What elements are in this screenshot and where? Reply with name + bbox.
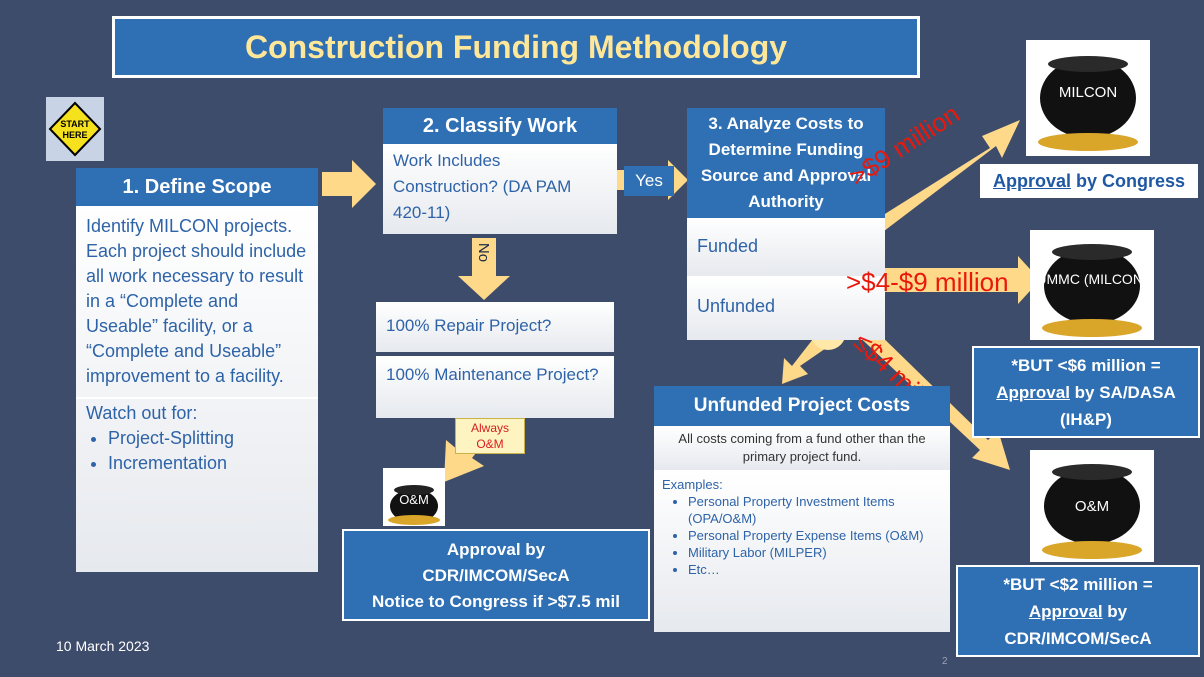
unfunded-example-item: Etc… [688, 561, 942, 578]
sa-approval-line1: *BUT <$6 million = [1011, 356, 1161, 375]
sa-approval-underlined: Approval [996, 383, 1070, 402]
ummc-pot-label: UMMC (MILCON) [1036, 271, 1148, 287]
unfunded-description: All costs coming from a fund other than … [654, 426, 950, 472]
unfunded-example-item: Personal Property Expense Items (O&M) [688, 527, 942, 544]
money-pot-icon [1042, 244, 1142, 337]
repair-project-box: 100% Repair Project? [376, 302, 614, 352]
arrow-no [458, 238, 510, 300]
arrow-step1-to-step2 [322, 160, 376, 208]
start-sign-line2: HERE [62, 130, 87, 140]
always-om-label: Always O&M [455, 418, 525, 454]
maintenance-project-box: 100% Maintenance Project? [376, 356, 614, 418]
om-pot-left: O&M [383, 468, 445, 526]
step1-bullet-incrementation: Incrementation [108, 451, 308, 476]
cdr-approval-rest: by CDR/IMCOM/SecA [1004, 602, 1152, 648]
step3-unfunded: Unfunded [687, 278, 885, 340]
om-approval-line3: Notice to Congress if >$7.5 mil [372, 592, 620, 611]
unfunded-header: Unfunded Project Costs [654, 386, 950, 426]
step3-funded: Funded [687, 218, 885, 278]
step1-bullet-splitting: Project-Splitting [108, 426, 308, 451]
cdr-approval-underlined: Approval [1028, 602, 1103, 621]
start-sign-icon: START HERE [48, 101, 102, 157]
step1-header: 1. Define Scope [76, 168, 318, 206]
om-approval-line2: CDR/IMCOM/SecA [422, 566, 570, 585]
page-number: 2 [942, 656, 948, 667]
cdr-approval-box: *BUT <$2 million = Approval by CDR/IMCOM… [956, 565, 1200, 657]
om-pot-right-label: O&M [1074, 498, 1110, 515]
step2-question: Work Includes Construction? (DA PAM 420-… [383, 144, 617, 234]
footer-date: 10 March 2023 [56, 638, 150, 654]
congress-approval-box: Approval by Congress [980, 164, 1198, 198]
milcon-pot-label: MILCON [1058, 84, 1118, 101]
sa-approval-rest: by SA/DASA (IH&P) [1060, 383, 1176, 429]
milcon-pot: MILCON [1026, 40, 1150, 156]
step1-define-scope: 1. Define Scope Identify MILCON projects… [76, 168, 318, 572]
arrow-mid [840, 256, 1040, 304]
step2-header: 2. Classify Work [383, 108, 617, 144]
om-pot-left-label: O&M [399, 492, 429, 507]
page-title: Construction Funding Methodology [112, 16, 920, 78]
step2-classify-work: 2. Classify Work Work Includes Construct… [383, 108, 617, 234]
step3-analyze-costs: 3. Analyze Costs to Determine Funding So… [687, 108, 885, 340]
om-approval-box: Approval by CDR/IMCOM/SecA Notice to Con… [342, 529, 650, 621]
ummc-pot: UMMC (MILCON) [1030, 230, 1154, 340]
unfunded-example-item: Personal Property Investment Items (OPA/… [688, 493, 942, 527]
cdr-approval-line1: *BUT <$2 million = [1003, 575, 1153, 594]
step1-body: Identify MILCON projects. Each project s… [86, 216, 307, 386]
money-pot-icon [1038, 56, 1138, 151]
start-here-sign: START HERE [46, 97, 104, 161]
sa-approval-box: *BUT <$6 million = Approval by SA/DASA (… [972, 346, 1200, 438]
congress-approval-underlined: Approval [992, 171, 1071, 191]
step1-watch-label: Watch out for: [86, 403, 198, 423]
money-pot-icon [388, 485, 440, 525]
unfunded-examples-label: Examples: [662, 477, 723, 492]
om-approval-line1: Approval by [446, 540, 546, 559]
threshold-mid: >$4-$9 million [846, 267, 1009, 297]
start-sign-line1: START [60, 119, 90, 129]
no-label: No [475, 242, 493, 263]
om-pot-right: O&M [1030, 450, 1154, 562]
unfunded-example-item: Military Labor (MILPER) [688, 544, 942, 561]
money-pot-icon [1042, 464, 1142, 559]
unfunded-project-costs: Unfunded Project Costs All costs coming … [654, 386, 950, 632]
congress-approval-rest: by Congress [1070, 171, 1186, 191]
step3-header: 3. Analyze Costs to Determine Funding So… [687, 108, 885, 218]
yes-label: Yes [624, 166, 674, 196]
